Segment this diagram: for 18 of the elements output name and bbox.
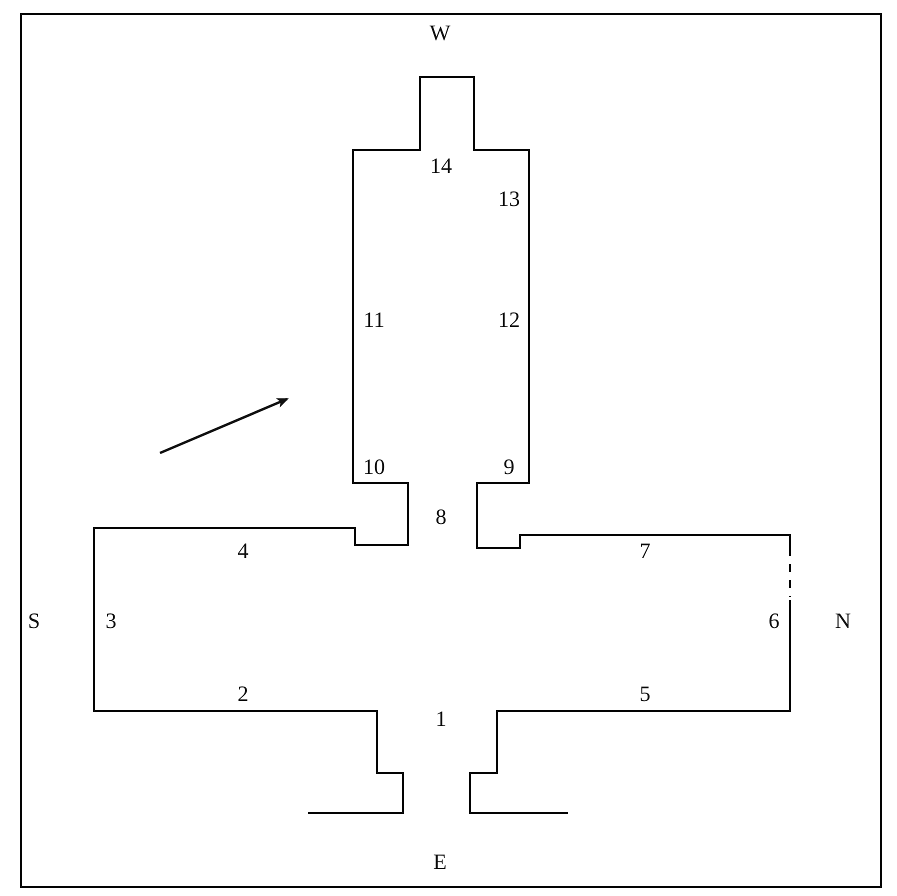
compass-direction: N [835,609,851,633]
room-number: 7 [640,539,650,563]
room-number: 10 [363,455,385,479]
room-number: 6 [768,609,780,633]
room-number: 13 [498,187,520,211]
compass-direction: S [28,609,40,633]
room-number: 9 [504,455,514,479]
room-number: 8 [436,505,446,529]
room-number: 14 [430,154,452,178]
room-number: 12 [498,308,520,332]
compass-direction: E [433,850,447,874]
room-number: 3 [106,609,116,633]
room-number: 1 [436,707,446,731]
room-number: 2 [238,682,248,706]
room-number: 5 [640,682,650,706]
room-number: 11 [363,308,385,332]
compass-direction: W [430,21,450,45]
room-number: 4 [238,539,248,563]
